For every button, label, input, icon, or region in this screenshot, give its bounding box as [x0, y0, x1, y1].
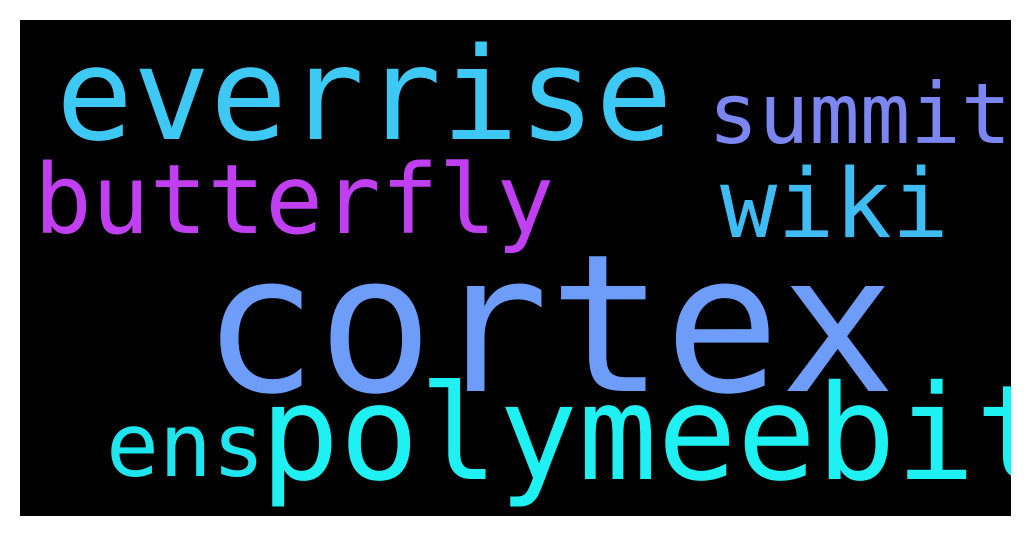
word-cloud-canvas: everrise summit butterfly wiki cortex en… [20, 20, 1011, 516]
word-cortex: cortex [202, 214, 896, 437]
word-wiki: wiki [720, 150, 949, 260]
word-summit: summit [708, 65, 1011, 163]
word-butterfly: butterfly [34, 144, 555, 256]
word-ens: ens [106, 394, 265, 497]
word-polymeebit: polymeebit [260, 357, 1011, 511]
word-everrise: everrise [56, 21, 673, 170]
